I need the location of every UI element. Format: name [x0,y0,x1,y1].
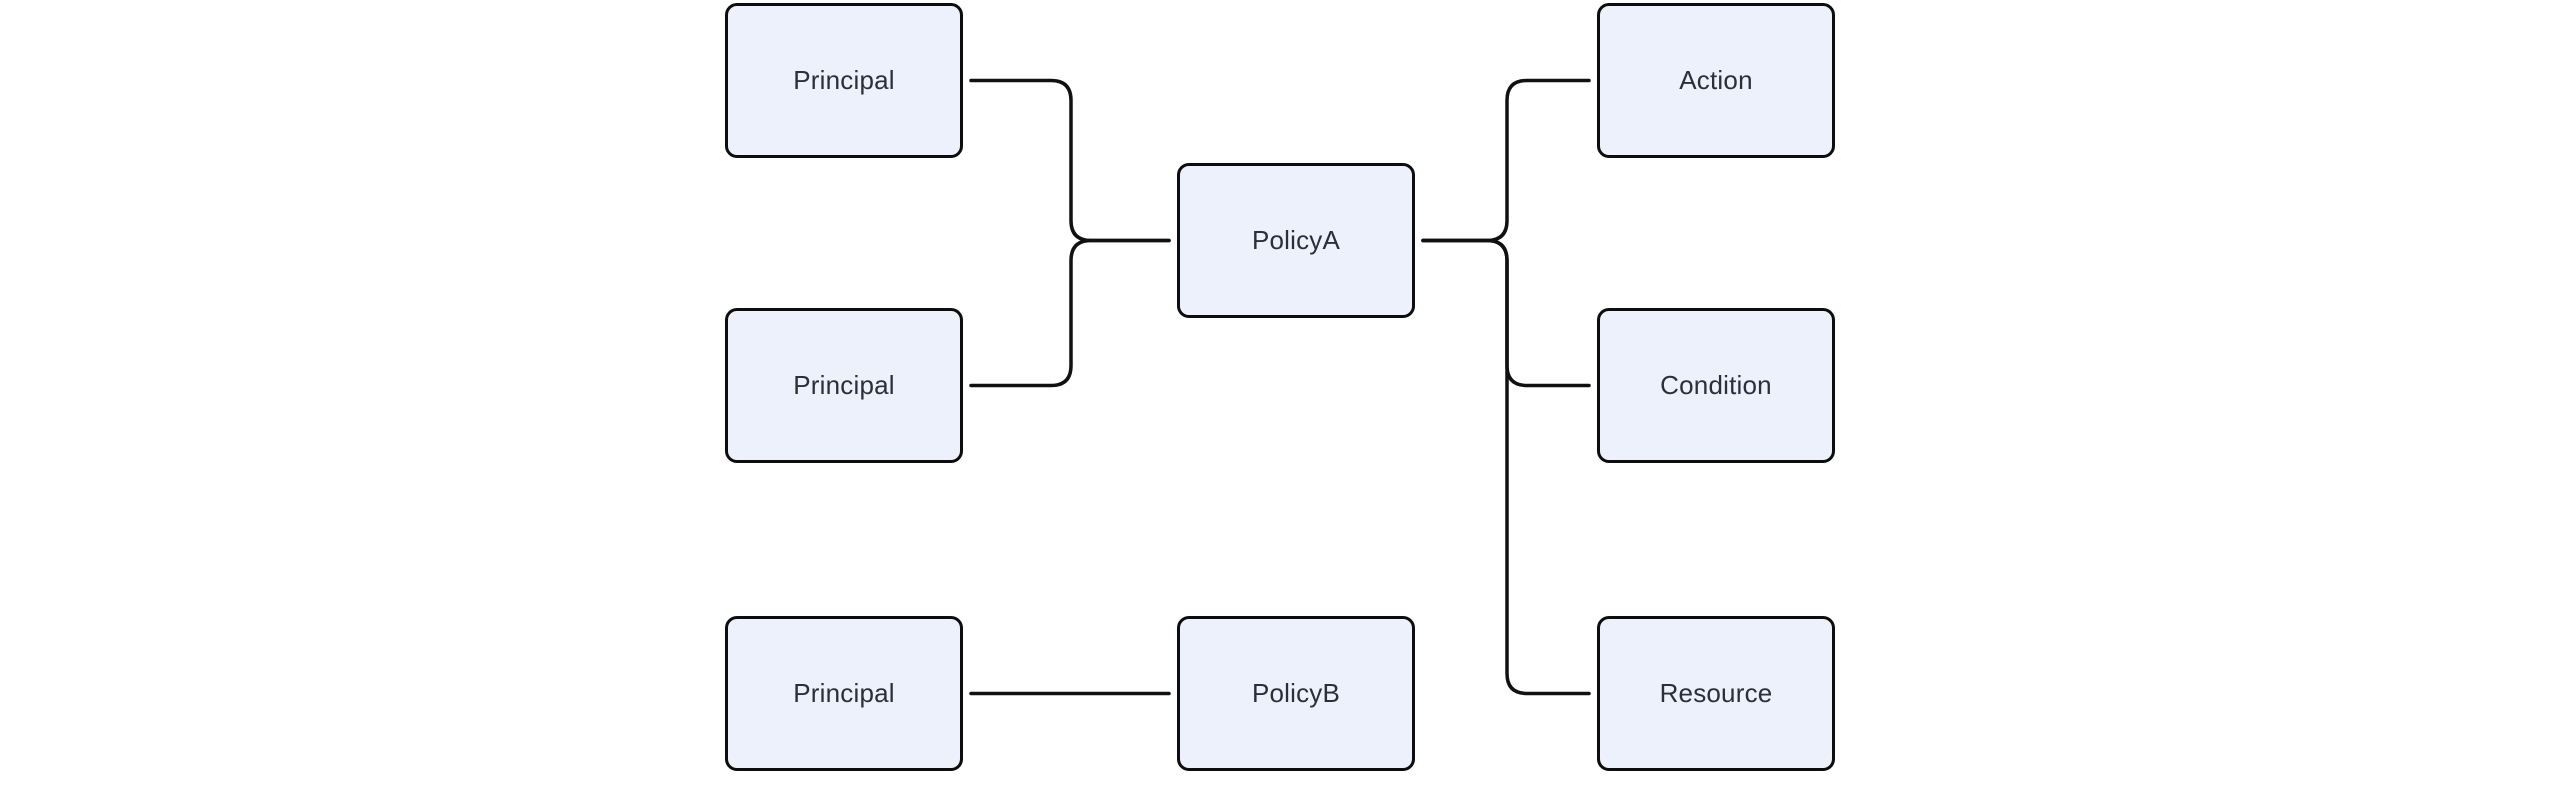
node-policy-b: PolicyB [1177,616,1415,771]
node-principal-2: Principal [725,308,963,463]
edge-principal2-policyA [969,238,1171,388]
node-principal-1: Principal [725,3,963,158]
edge-policyA-resource [1421,238,1591,696]
node-condition: Condition [1597,308,1835,463]
node-label: Principal [793,370,895,400]
node-label: PolicyB [1251,678,1341,708]
edge-principal1-policyA [969,78,1171,243]
node-label: Principal [793,678,895,708]
node-label: Action [1679,65,1753,95]
node-principal-3: Principal [725,616,963,771]
edge-policyA-action [1421,78,1591,243]
node-policy-a: PolicyA [1177,163,1415,318]
node-label: Principal [793,65,895,95]
node-action: Action [1597,3,1835,158]
node-label: PolicyA [1251,225,1341,255]
node-resource: Resource [1597,616,1835,771]
node-label: Resource [1659,678,1773,708]
node-label: Condition [1660,370,1772,400]
